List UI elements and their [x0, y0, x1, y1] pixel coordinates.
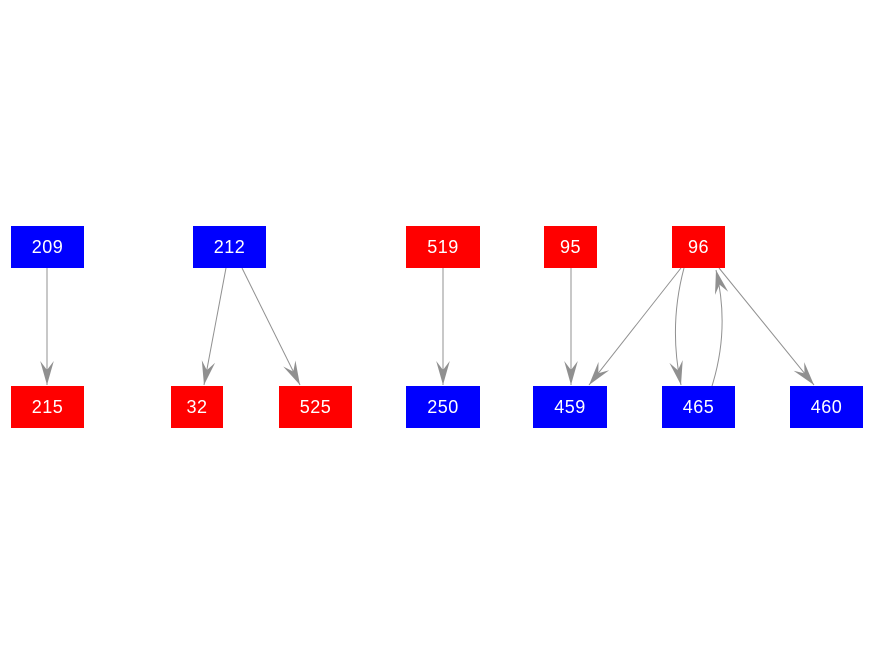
edge-95-459	[564, 268, 578, 385]
arrowhead-icon	[793, 362, 814, 385]
arrowhead-icon	[589, 361, 610, 385]
edge-96-460	[718, 267, 815, 386]
node-525: 525	[279, 386, 352, 428]
arrowhead-icon	[201, 360, 216, 385]
edge-465-96	[711, 269, 729, 387]
node-212: 212	[193, 226, 266, 268]
arrowhead-icon	[40, 361, 54, 385]
node-215: 215	[11, 386, 84, 428]
arrowhead-icon	[436, 361, 450, 385]
node-460: 460	[790, 386, 863, 428]
edge-line	[241, 267, 301, 386]
edge-line	[203, 267, 227, 386]
edge-212-32	[201, 267, 227, 386]
node-250: 250	[406, 386, 480, 428]
edge-96-459	[588, 267, 682, 386]
edge-519-250	[436, 268, 450, 385]
node-96: 96	[672, 226, 725, 268]
edge-96-465	[669, 267, 685, 386]
edge-209-215	[40, 268, 54, 385]
node-32: 32	[171, 386, 223, 428]
edge-line	[718, 267, 815, 386]
arrowhead-icon	[283, 360, 300, 385]
edge-212-525	[241, 267, 301, 386]
node-519: 519	[406, 226, 480, 268]
arrowhead-icon	[564, 361, 578, 385]
node-459: 459	[533, 386, 607, 428]
arrowhead-icon	[669, 360, 683, 385]
node-209: 209	[11, 226, 84, 268]
node-95: 95	[544, 226, 597, 268]
node-465: 465	[662, 386, 735, 428]
edge-line	[588, 267, 682, 386]
arrowhead-icon	[715, 270, 729, 295]
